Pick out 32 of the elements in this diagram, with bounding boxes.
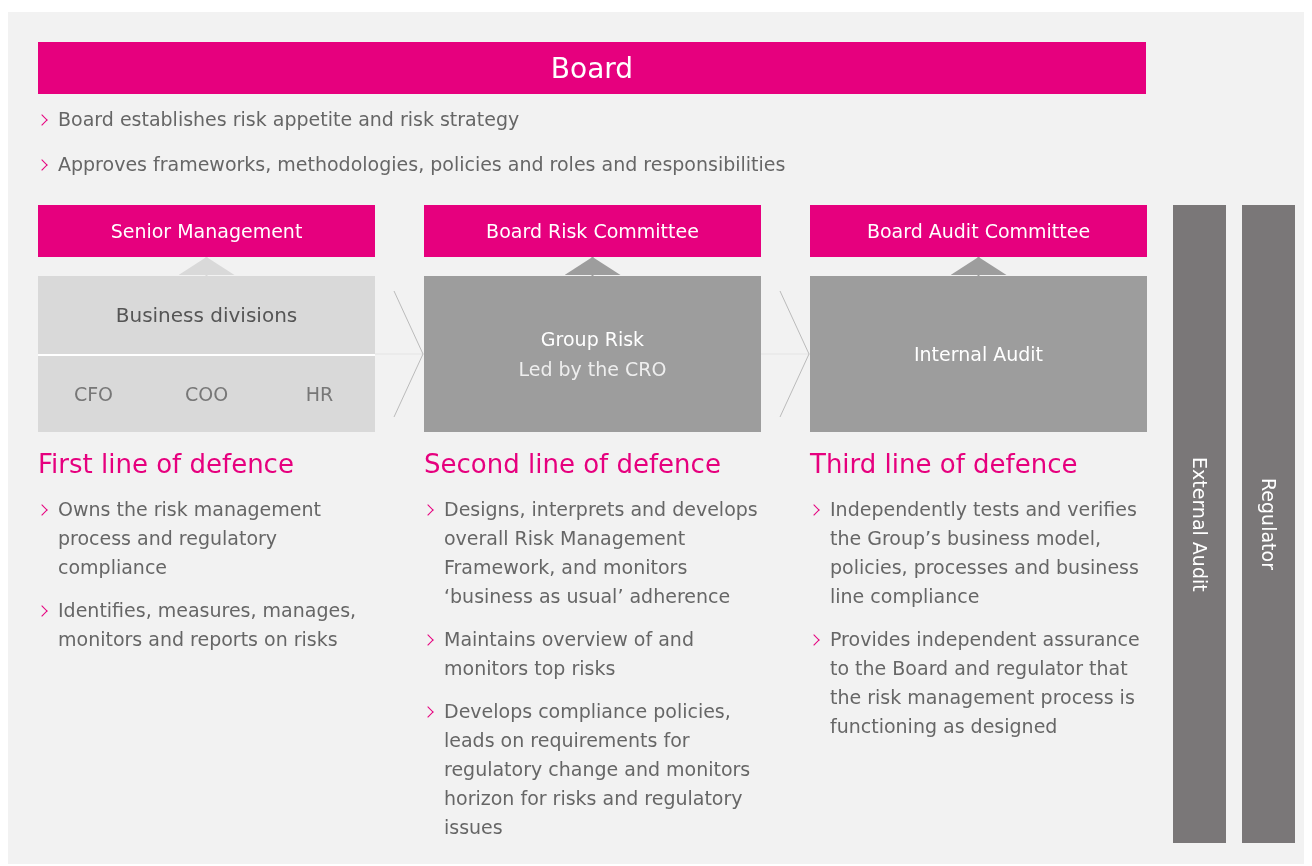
bullet-text: Maintains overview of and monitors top risks	[424, 625, 759, 683]
pointer-notch	[950, 256, 1007, 277]
bullet-text: Provides independent assurance to the Board and regulator that the risk management process is functioning as designed	[810, 625, 1145, 741]
pointer-notch	[178, 256, 235, 277]
pointer-notch	[564, 256, 621, 277]
header-bar: Board Risk Committee	[424, 205, 761, 257]
section-heading: Second line of defence	[424, 448, 722, 481]
section-heading: Third line of defence	[810, 448, 1079, 481]
bullet-text: Identifies, measures, manages, monitors and reports on risks	[38, 596, 368, 654]
bullet-text: Board establishes risk appetite and risk strategy	[38, 105, 798, 134]
header-bar: Board Audit Committee	[810, 205, 1147, 257]
panel-title: Business divisions	[114, 302, 299, 329]
bullet-text: Approves frameworks, methodologies, policies and roles and responsibilities	[38, 150, 798, 179]
division-panel	[38, 276, 375, 432]
box-title: Group Risk	[540, 327, 645, 352]
box-title: Internal Audit	[913, 342, 1044, 367]
side-bar	[1242, 205, 1295, 843]
header-bar: Senior Management	[38, 205, 375, 257]
bar-label: External Audit	[1188, 456, 1211, 592]
side-bar	[1173, 205, 1226, 843]
chevron-arrow	[374, 290, 425, 418]
bar-label: Regulator	[1257, 478, 1280, 570]
box-subtitle: Led by the CRO	[518, 357, 667, 382]
bullet-text: Independently tests and verifies the Group’s business model, policies, processes and business line compliance	[810, 495, 1145, 611]
bullet-text: Develops compliance policies, leads on requirements for regulatory change and monitors horizon for risks and regulatory issues	[424, 697, 759, 842]
function-box	[810, 276, 1147, 432]
board-bar: Board	[38, 42, 1146, 94]
bullet-text: Owns the risk management process and regulatory compliance	[38, 495, 368, 582]
bullet-text: Designs, interprets and develops overall Risk Management Framework, and monitors ‘business as usual’ adherence	[424, 495, 759, 611]
chevron-arrow	[760, 290, 811, 418]
section-heading: First line of defence	[38, 448, 295, 481]
function-box	[424, 276, 761, 432]
